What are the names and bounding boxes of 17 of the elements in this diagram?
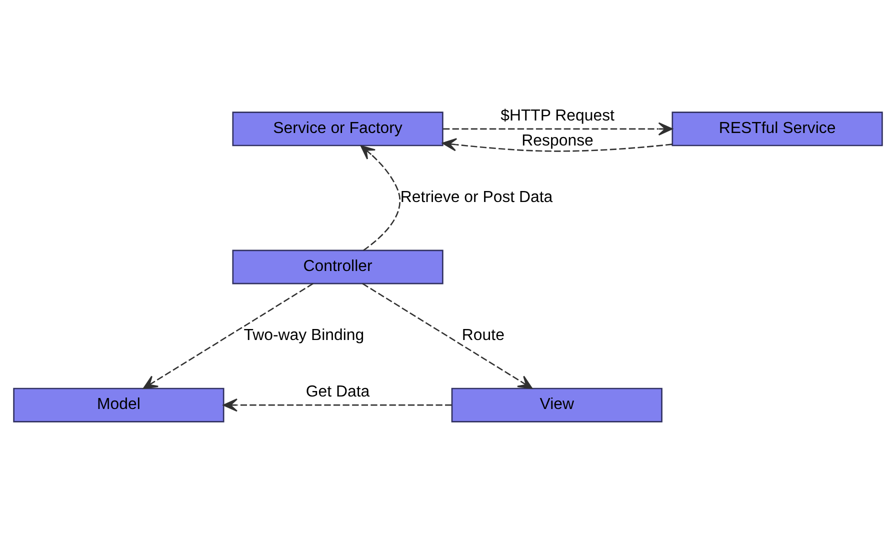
edge-label: Get Data	[306, 383, 370, 400]
edge-label: $HTTP Request	[500, 106, 614, 124]
arrow	[143, 282, 314, 388]
node-box: Model	[13, 387, 224, 422]
edge-label: Two-way Binding	[244, 326, 364, 344]
arrow	[223, 398, 452, 412]
arrow	[362, 282, 533, 388]
node-box: Controller	[232, 249, 444, 284]
edge-label: Response	[522, 132, 594, 150]
arrow	[443, 122, 673, 136]
arrow	[360, 144, 400, 250]
node-box: Service or Factory	[232, 111, 444, 146]
node-box: RESTful Service	[672, 111, 883, 146]
edge-label: Retrieve or Post Data	[400, 188, 553, 206]
edge-label: Route	[462, 326, 504, 344]
node-box: View	[451, 387, 662, 422]
arrow	[442, 138, 672, 152]
